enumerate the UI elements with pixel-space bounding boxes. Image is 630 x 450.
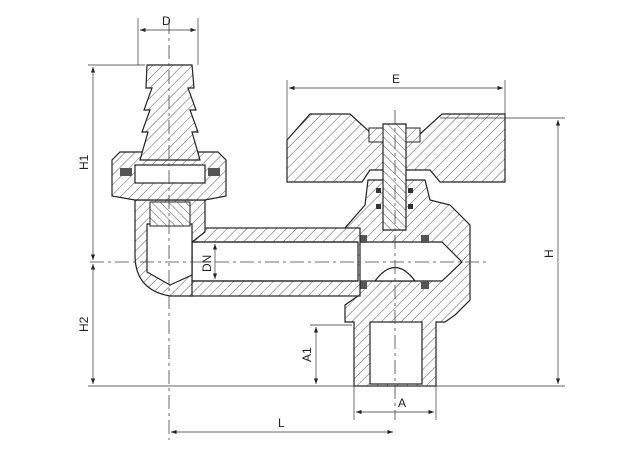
dimension-lines	[90, 27, 561, 435]
dim-label-h2: H2	[77, 316, 91, 332]
dim-label-l: L	[278, 416, 285, 430]
valve-body	[344, 179, 471, 387]
valve-stem	[368, 123, 421, 231]
dim-label-h1: H1	[77, 154, 91, 170]
elbow-body	[134, 199, 206, 297]
dim-label-a: A	[398, 396, 406, 410]
hose-barb	[139, 64, 201, 161]
extension-lines	[88, 18, 565, 420]
dim-label-dn: DN	[200, 255, 214, 272]
dim-label-d: D	[162, 14, 171, 28]
dim-label-e: E	[392, 72, 400, 86]
dim-label-h: H	[542, 249, 556, 258]
dim-label-a1: A1	[300, 347, 314, 362]
